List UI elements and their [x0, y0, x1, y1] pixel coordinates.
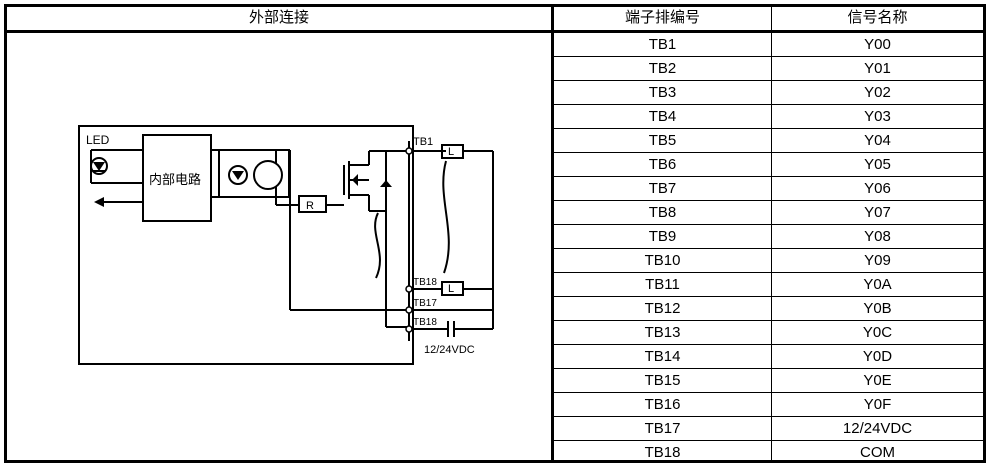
row-divider	[554, 200, 983, 201]
terminal-cell: TB12	[644, 300, 681, 317]
row-divider	[554, 416, 983, 417]
phototransistor-icon	[253, 160, 283, 190]
terminal-cell: TB1	[648, 36, 677, 53]
supply-label: 12/24VDC	[424, 344, 475, 356]
signal-cell: Y0D	[862, 348, 893, 365]
row-divider	[554, 392, 983, 393]
terminal-dot-tb1	[405, 147, 413, 155]
terminal-cell: TB17	[644, 420, 681, 437]
terminal-cell: TB18	[644, 444, 681, 461]
signal-cell: Y0A	[863, 276, 892, 293]
internal-circuit-label: 内部电路	[149, 172, 201, 187]
row-divider	[554, 104, 983, 105]
row-divider	[554, 248, 983, 249]
signal-cell: 12/24VDC	[842, 420, 913, 437]
tb18-label-top: TB18	[413, 277, 437, 288]
led-label: LED	[86, 133, 110, 147]
mosfet-arrow-icon	[352, 174, 358, 186]
row-divider	[554, 152, 983, 153]
terminal-cell: TB14	[644, 348, 681, 365]
signal-cell: Y07	[864, 204, 891, 221]
row-divider	[554, 224, 983, 225]
signal-cell: Y03	[864, 108, 891, 125]
row-divider	[554, 296, 983, 297]
load-label-bottom: L	[448, 283, 454, 295]
signal-cell: Y00	[864, 36, 891, 53]
terminal-cell: TB11	[645, 276, 680, 293]
signal-cell: COM	[860, 444, 895, 461]
signal-cell: Y06	[864, 180, 891, 197]
terminal-dot-tb17	[405, 306, 413, 314]
terminal-dot-tb18-b	[405, 325, 413, 333]
row-divider	[554, 272, 983, 273]
module-boundary	[78, 125, 414, 365]
row-divider	[554, 80, 983, 81]
tb18-label-bottom: TB18	[413, 317, 437, 328]
row-divider	[554, 176, 983, 177]
wiring-diagram: LED 内部电路 R L L TB1 TB18 TB17 TB18 12/24V…	[78, 125, 494, 365]
signal-cell: Y09	[864, 252, 891, 269]
terminal-cell: TB5	[648, 132, 677, 149]
terminal-cell: TB7	[648, 180, 677, 197]
terminal-cell: TB9	[648, 228, 677, 245]
terminal-cell: TB3	[648, 84, 677, 101]
terminal-cell: TB16	[644, 396, 681, 413]
signal-cell: Y0F	[863, 396, 892, 413]
column-divider-1	[551, 4, 554, 463]
signal-cell: Y04	[864, 132, 891, 149]
header-rule	[4, 30, 986, 33]
terminal-cell: TB15	[644, 372, 681, 389]
internal-circuit-box	[142, 134, 212, 222]
table-frame	[4, 4, 986, 463]
header-signal-name: 信号名称	[847, 9, 908, 26]
signal-cell: Y0C	[862, 324, 893, 341]
load-label-top: L	[448, 146, 454, 158]
row-divider	[554, 344, 983, 345]
row-divider	[554, 368, 983, 369]
signal-cell: Y0E	[863, 372, 892, 389]
terminal-cell: TB13	[644, 324, 681, 341]
tb1-label: TB1	[413, 136, 433, 148]
signal-cell: Y02	[864, 84, 891, 101]
terminal-cell: TB4	[648, 108, 677, 125]
opto-diode-icon	[228, 165, 248, 185]
resistor-label: R	[306, 200, 314, 212]
led-icon	[90, 157, 108, 175]
terminal-cell: TB10	[644, 252, 681, 269]
signal-cell: Y01	[864, 60, 891, 77]
column-divider-2	[771, 4, 772, 463]
signal-cell: Y08	[864, 228, 891, 245]
signal-cell: Y0B	[863, 300, 892, 317]
tb17-label: TB17	[413, 298, 437, 309]
row-divider	[554, 320, 983, 321]
header-terminal-number: 端子排编号	[624, 9, 700, 26]
row-divider	[554, 128, 983, 129]
signal-cell: Y05	[864, 156, 891, 173]
header-external-connection: 外部连接	[248, 9, 309, 26]
terminal-cell: TB6	[648, 156, 677, 173]
row-divider	[554, 56, 983, 57]
row-divider	[554, 440, 983, 441]
terminal-dot-tb18-a	[405, 285, 413, 293]
arrow-left-icon	[94, 197, 104, 207]
terminal-cell: TB2	[648, 60, 677, 77]
mosfet-diode-icon	[380, 180, 392, 187]
terminal-cell: TB8	[648, 204, 677, 221]
